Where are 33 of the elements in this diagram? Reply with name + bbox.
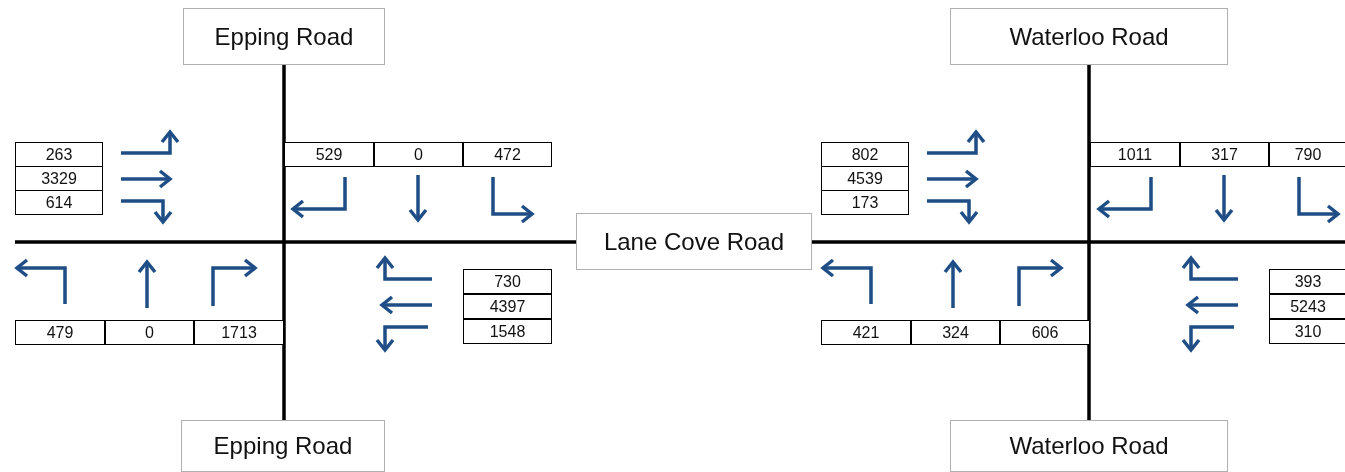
road-line	[282, 65, 286, 420]
road-name-box: Epping Road	[181, 420, 385, 472]
traffic-count: 263	[15, 142, 103, 167]
traffic-count: 3329	[15, 166, 103, 191]
traffic-count: 4397	[463, 294, 552, 319]
traffic-count: 317	[1180, 142, 1269, 167]
traffic-count: 4539	[821, 166, 909, 191]
traffic-count: 1713	[194, 320, 284, 345]
road-name-box: Epping Road	[183, 8, 385, 65]
traffic-count: 393	[1269, 269, 1345, 294]
traffic-count: 472	[463, 142, 552, 167]
road-line	[1087, 65, 1091, 420]
road-name-box: Waterloo Road	[950, 8, 1228, 65]
traffic-count: 421	[821, 320, 911, 345]
traffic-count: 1011	[1090, 142, 1180, 167]
traffic-count: 790	[1269, 142, 1345, 167]
traffic-count: 0	[374, 142, 463, 167]
road-name-box: Waterloo Road	[950, 420, 1228, 472]
traffic-count: 802	[821, 142, 909, 167]
road-line	[15, 240, 576, 244]
traffic-count: 529	[284, 142, 374, 167]
traffic-count: 324	[911, 320, 1000, 345]
road-name-box: Lane Cove Road	[576, 213, 812, 270]
traffic-count: 606	[1000, 320, 1090, 345]
traffic-count: 1548	[463, 319, 552, 344]
traffic-count: 173	[821, 190, 909, 215]
traffic-count: 5243	[1269, 294, 1345, 319]
traffic-count: 479	[15, 320, 105, 345]
traffic-count: 0	[105, 320, 194, 345]
road-line	[812, 240, 1345, 244]
traffic-count: 310	[1269, 319, 1345, 344]
traffic-count: 614	[15, 190, 103, 215]
traffic-count: 730	[463, 269, 552, 294]
